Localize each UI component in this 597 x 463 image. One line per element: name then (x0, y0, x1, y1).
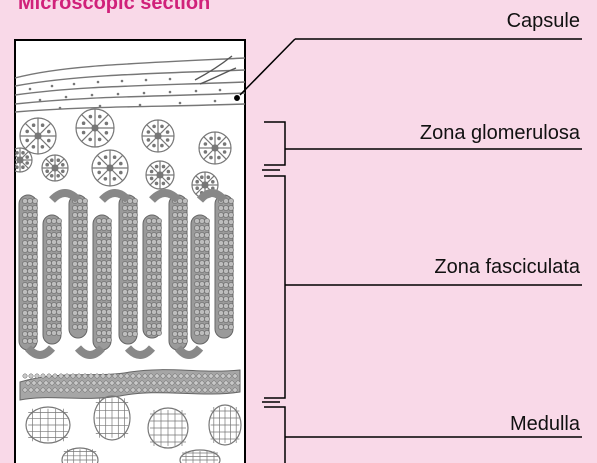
capsule-pointer-dot (235, 96, 239, 100)
zona-glomerulosa-label: Zona glomerulosa (420, 121, 580, 145)
medulla-bracket (264, 407, 285, 463)
zona-glomerulosa-bracket (264, 122, 285, 165)
medulla-label: Medulla (510, 412, 580, 436)
zona-fasciculata-label: Zona fasciculata (434, 255, 580, 279)
capsule-label: Capsule (507, 9, 580, 33)
zona-fasciculata-bracket (264, 176, 285, 398)
leader-lines (235, 39, 582, 463)
capsule-pointer (240, 39, 295, 95)
fasciculata-columns (19, 193, 234, 355)
